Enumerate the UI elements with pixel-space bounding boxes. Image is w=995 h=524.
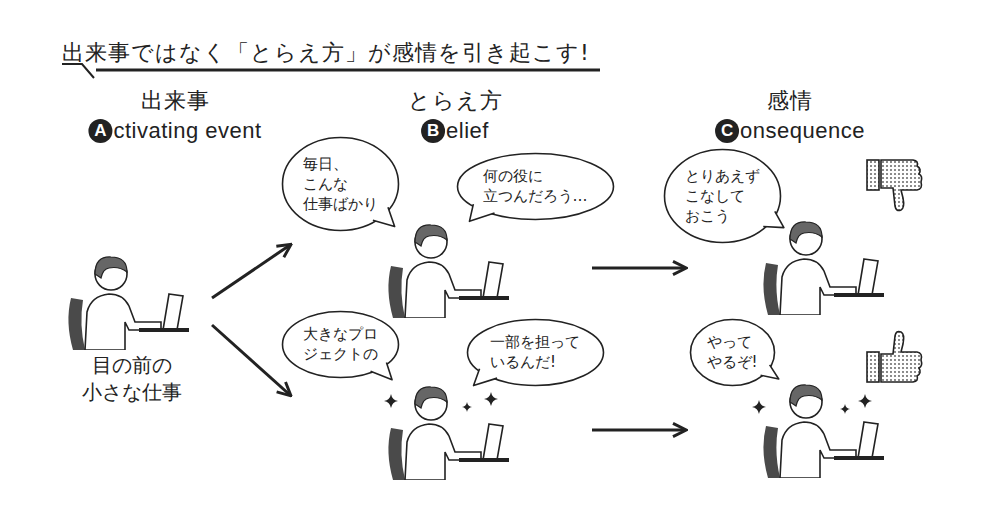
- event-person: [68, 257, 189, 350]
- speech-bubble: やって やるぞ!: [689, 318, 776, 387]
- bubble-text: とりあえず こなして おこう: [685, 166, 760, 227]
- speech-bubble: 何の役に 立つんだろう…: [456, 152, 615, 221]
- sparkle: [840, 404, 850, 414]
- bubble-text-group: とりあえず こなして おこう: [685, 166, 760, 227]
- bubble-text-group: 大きなプロ ジェクトの: [303, 324, 378, 365]
- speech-bubble: 毎日、こんな 仕事ばかり: [281, 136, 400, 232]
- circled-initial: A: [88, 119, 112, 143]
- sparkle: [484, 392, 498, 406]
- column-header: 感情: [767, 86, 813, 116]
- bubble-text: 大きなプロ ジェクトの: [303, 324, 378, 365]
- bubble-ellipse: [664, 150, 780, 243]
- bubble-text: 一部を担って いるんだ!: [490, 332, 580, 373]
- bubble-outline: [466, 318, 605, 387]
- event-label: 目の前の 小さな仕事: [82, 352, 182, 406]
- sparkle: [858, 394, 872, 408]
- bubble-text: 毎日、こんな 仕事ばかり: [303, 154, 378, 215]
- title: 出来事ではなく「とらえ方」が感情を引き起こす!: [62, 38, 590, 68]
- result-arrow: [592, 429, 685, 432]
- english-header: Consequence: [715, 118, 865, 144]
- english-header: Activating event: [88, 118, 261, 144]
- header-word: elief: [446, 118, 489, 144]
- column-header: とらえ方: [408, 86, 503, 116]
- bubble-tail: [469, 204, 494, 221]
- belief-person: [388, 387, 509, 480]
- result-arrow: [592, 267, 685, 270]
- sparkle: [462, 402, 472, 412]
- bubble-text-group: 一部を担って いるんだ!: [490, 332, 580, 373]
- title-hook: [62, 64, 94, 78]
- sparkle: [752, 400, 766, 414]
- circled-initial: B: [421, 119, 445, 143]
- bubble-text-group: やって やるぞ!: [707, 332, 758, 373]
- column-header: 出来事: [141, 86, 210, 116]
- branch-arrow: [212, 245, 290, 298]
- consequence-person: [763, 222, 884, 315]
- header-word: onsequence: [740, 118, 865, 144]
- circled-initial: C: [715, 119, 739, 143]
- bubble-text-group: 何の役に 立つんだろう…: [483, 166, 588, 207]
- bubble-tail: [763, 211, 784, 227]
- speech-bubble: 一部を担って いるんだ!: [466, 318, 605, 387]
- sparkle: [384, 394, 398, 408]
- bubble-tail: [370, 362, 391, 379]
- branch-arrow: [212, 325, 290, 395]
- thumbs-down-icon: [867, 160, 922, 211]
- bubble-tail: [760, 364, 778, 378]
- belief-person: [388, 225, 509, 318]
- bubble-text: やって やるぞ!: [707, 332, 758, 373]
- thumb-shape: [867, 160, 922, 211]
- bubble-text-group: 毎日、こんな 仕事ばかり: [303, 154, 378, 215]
- english-header: Belief: [421, 118, 489, 144]
- bubble-outline: [456, 152, 615, 221]
- bubble-ellipse: [282, 138, 398, 231]
- speech-bubble: 大きなプロ ジェクトの: [281, 310, 400, 379]
- bubble-text: 何の役に 立つんだろう…: [483, 166, 588, 207]
- bubble-outline: [689, 318, 776, 387]
- speech-bubble: とりあえず こなして おこう: [663, 148, 782, 244]
- consequence-person: [763, 385, 884, 478]
- header-word: ctivating event: [113, 118, 261, 144]
- bubble-ellipse: [467, 319, 603, 385]
- title-underline: [96, 69, 600, 72]
- bubble-outline: [281, 310, 400, 379]
- thumbs-up-icon: [867, 332, 922, 383]
